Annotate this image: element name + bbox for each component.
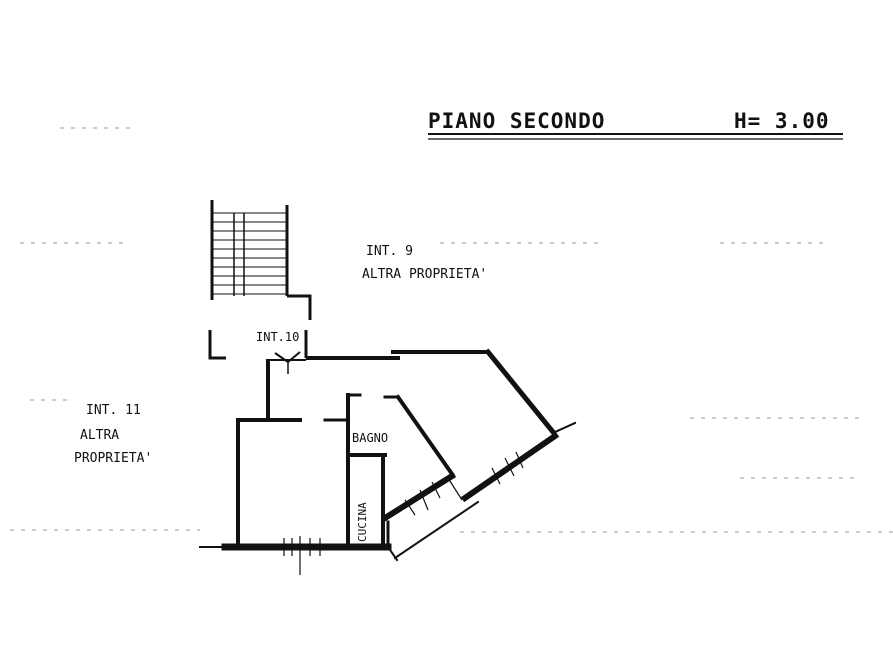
label-cucina: CUCINA	[356, 502, 369, 542]
background-dashed-lines	[10, 127, 893, 533]
landing-walls	[208, 330, 400, 418]
label-int11-owner-1: ALTRA	[80, 428, 119, 443]
label-int11: INT. 11	[86, 403, 141, 418]
room-labels: INT. 9 ALTRA PROPRIETA' INT.10 INT. 11 A…	[74, 244, 487, 542]
label-int10: INT.10	[256, 330, 299, 344]
plan-title: PIANO SECONDO H= 3.00	[428, 109, 843, 140]
entrance-door	[274, 351, 301, 374]
floor-name: PIANO SECONDO	[428, 109, 605, 133]
staircase	[210, 200, 312, 320]
label-int9: INT. 9	[366, 244, 413, 259]
label-int9-owner: ALTRA PROPRIETA'	[362, 267, 487, 282]
label-int11-owner-2: PROPRIETA'	[74, 451, 152, 466]
apartment-walls	[199, 348, 577, 562]
windows	[283, 451, 524, 575]
label-bagno: BAGNO	[352, 431, 388, 445]
floor-height: H= 3.00	[734, 109, 830, 133]
